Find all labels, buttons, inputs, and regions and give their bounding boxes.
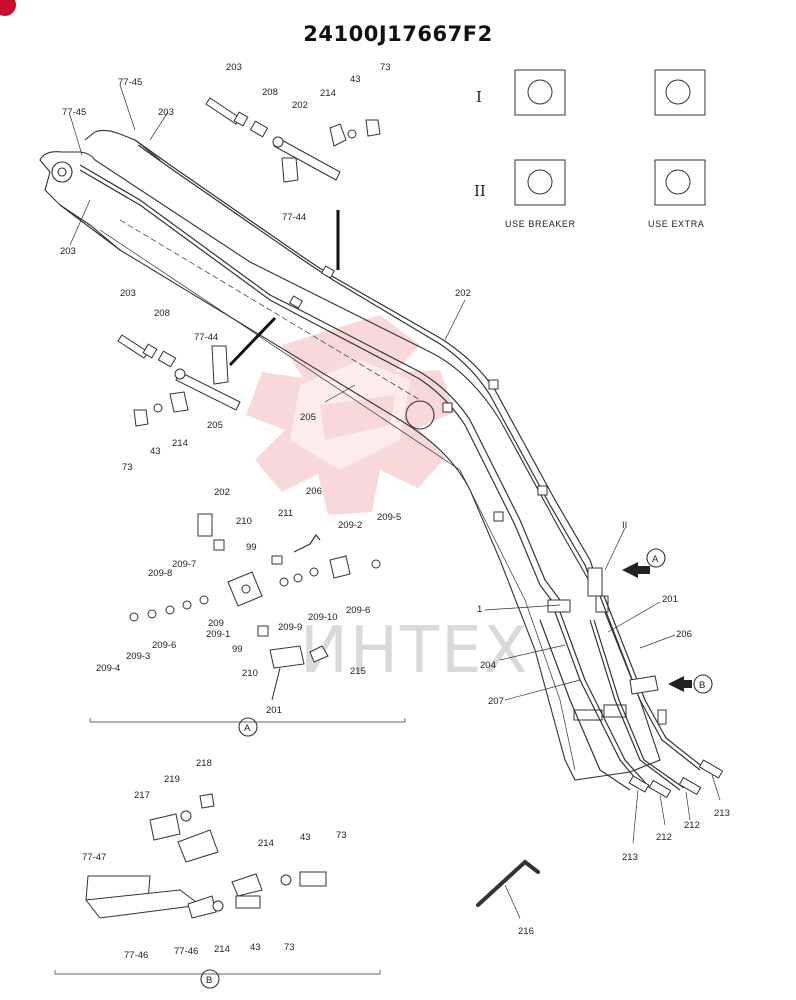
part-label-73-d: 73: [284, 942, 295, 953]
part-label-73-b: 73: [122, 462, 133, 473]
part-label-77-44-a: 77-44: [282, 212, 306, 223]
part-label-73-c: 73: [336, 830, 347, 841]
part-label-77-45-a: 77-45: [118, 77, 142, 88]
corner-badge: [0, 0, 16, 16]
part-label-203-a: 203: [158, 107, 174, 118]
detail-a-parts: [89, 513, 406, 737]
part-label-210-a: 210: [236, 516, 252, 527]
part-label-209-3: 209-3: [126, 651, 150, 662]
part-label-206-a: 206: [306, 486, 322, 497]
part-label-73-a: 73: [380, 62, 391, 73]
part-label-211: 211: [278, 508, 293, 519]
part-label-layer: 77-45 77-45 203 203 203 208 202 214 43 7…: [60, 62, 730, 961]
part-label-205-a: 205: [300, 412, 316, 423]
part-label-202-a: 202: [292, 100, 308, 111]
part-label-210-b: 210: [242, 668, 258, 679]
part-label-214-c: 214: [258, 838, 274, 849]
part-label-209-9: 209-9: [278, 622, 302, 633]
part-label-213-b: 213: [622, 852, 638, 863]
clamp-group-upper: [205, 97, 381, 183]
arrow-b-indicator: [668, 674, 713, 694]
roman-label-i: I: [476, 88, 482, 106]
part-label-209-8: 209-8: [148, 568, 172, 579]
part-label-77-47: 77-47: [82, 852, 106, 863]
selector-views: [514, 69, 706, 206]
leader-lines: [69, 84, 721, 919]
part-label-204: 204: [480, 660, 496, 671]
part-label-43-d: 43: [250, 942, 261, 953]
part-label-43-c: 43: [300, 832, 311, 843]
part-label-1: 1: [477, 604, 482, 615]
part-label-219: 219: [164, 774, 180, 785]
part-label-217: 217: [134, 790, 150, 801]
clamp-group-lower: [117, 334, 241, 427]
part-label-209-4: 209-4: [96, 663, 120, 674]
part-label-99-b: 99: [232, 644, 243, 655]
part-label-77-46-b: 77-46: [174, 946, 198, 957]
part-label-ii: II: [622, 520, 627, 531]
part-label-207: 207: [488, 696, 504, 707]
part-label-206-b: 206: [676, 629, 692, 640]
caption-use-extra: USE EXTRA: [648, 219, 704, 229]
callout-label-b: B: [699, 680, 705, 691]
part-label-214-a: 214: [320, 88, 336, 99]
part-label-209: 209: [208, 618, 224, 629]
part-label-203-c: 203: [226, 62, 242, 73]
part-label-218: 218: [196, 758, 212, 769]
boom-arm: [39, 129, 661, 781]
part-label-214-d: 214: [214, 944, 230, 955]
section-label-a: A: [244, 723, 251, 734]
caption-use-breaker: USE BREAKER: [505, 219, 576, 229]
part-label-209-7: 209-7: [172, 559, 196, 570]
watermark-logo: [246, 315, 455, 515]
watermark-text: ИНТЕХ: [300, 614, 529, 688]
part-label-43-b: 43: [150, 446, 161, 457]
part-label-205-b: 205: [207, 420, 223, 431]
part-label-215: 215: [350, 666, 366, 677]
part-label-209-5: 209-5: [377, 512, 401, 523]
part-label-202-c: 202: [214, 487, 230, 498]
roman-label-ii: II: [474, 182, 486, 200]
part-label-209-1: 209-1: [206, 629, 230, 640]
part-label-212-b: 212: [656, 832, 672, 843]
part-label-216: 216: [518, 926, 534, 937]
arrow-a-indicator: [622, 548, 666, 578]
part-label-77-45-b: 77-45: [62, 107, 86, 118]
part-label-43-a: 43: [350, 74, 361, 85]
allen-key-216: [476, 859, 540, 907]
part-label-77-46-a: 77-46: [124, 950, 148, 961]
hose-lines: [79, 139, 601, 606]
valve-block: [539, 567, 724, 799]
part-label-77-44-b: 77-44: [194, 332, 218, 343]
part-label-214-b: 214: [172, 438, 188, 449]
drawing-number: 24100J17667F2: [303, 22, 493, 46]
part-label-213-a: 213: [714, 808, 730, 819]
part-label-202-b: 202: [455, 288, 471, 299]
part-label-203-d: 203: [120, 288, 136, 299]
part-label-203-b: 203: [60, 246, 76, 257]
part-label-201-a: 201: [266, 705, 282, 716]
detail-b-parts: [54, 793, 381, 989]
part-label-209-6-a: 209-6: [346, 605, 370, 616]
part-label-209-6-b: 209-6: [152, 640, 176, 651]
part-label-201-b: 201: [662, 594, 678, 605]
part-label-208-b: 208: [154, 308, 170, 319]
part-label-209-2: 209-2: [338, 520, 362, 531]
section-label-b: B: [206, 975, 212, 986]
part-label-209-10: 209-10: [308, 612, 338, 623]
callout-label-a: A: [652, 554, 659, 565]
part-label-208-a: 208: [262, 87, 278, 98]
part-label-99-a: 99: [246, 542, 257, 553]
part-label-212-a: 212: [684, 820, 700, 831]
